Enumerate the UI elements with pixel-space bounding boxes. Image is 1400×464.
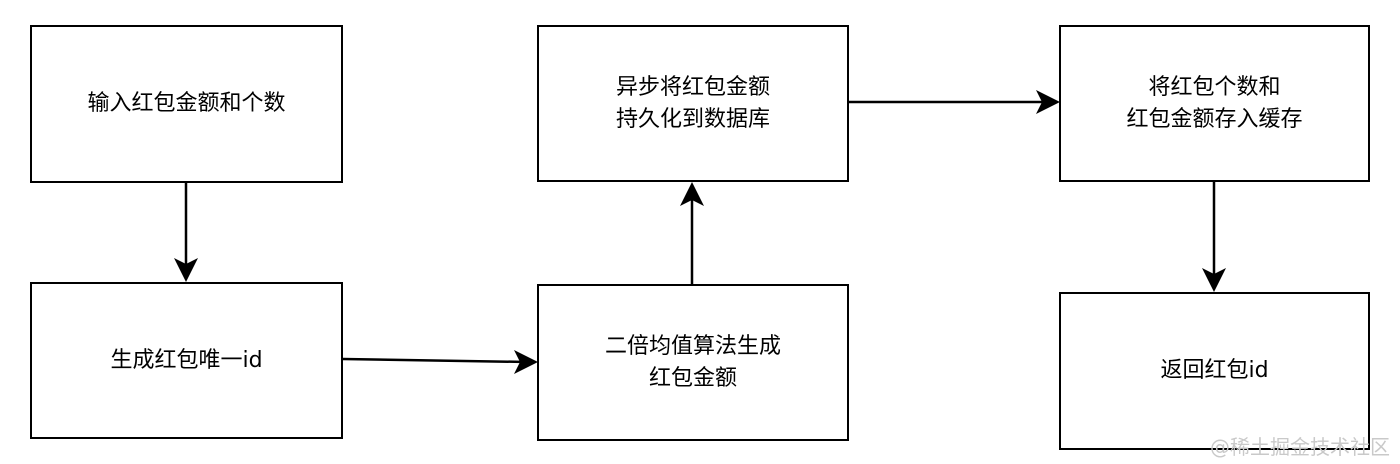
node-persist-db-line-1: 异步将红包金额	[615, 74, 770, 100]
node-return-id-line-1: 返回红包id	[1160, 358, 1269, 383]
node-return-id: 返回红包id	[1059, 292, 1370, 450]
watermark: @稀土掘金技术社区	[1210, 435, 1390, 459]
arrow-genid-to-calc	[342, 357, 529, 364]
node-store-cache-line-1: 将红包个数和	[1148, 74, 1281, 100]
node-input-line-1: 输入红包金额和个数	[87, 91, 286, 116]
node-persist-db-line-2: 持久化到数据库	[615, 106, 770, 132]
arrowhead-cache-to-ret	[1202, 268, 1226, 292]
arrowhead-input-to-genid	[174, 258, 198, 282]
node-store-cache-line-2: 红包金额存入缓存	[1126, 106, 1303, 132]
node-generate-id: 生成红包唯一id	[30, 282, 343, 439]
node-calc-amount: 二倍均值算法生成 红包金额	[537, 284, 849, 441]
arrowhead-persist-to-cache	[1036, 90, 1060, 114]
arrowhead-calc-to-persist	[680, 182, 704, 206]
node-store-cache: 将红包个数和 红包金额存入缓存	[1059, 25, 1370, 182]
node-calc-amount-line-1: 二倍均值算法生成	[604, 333, 781, 359]
node-input: 输入红包金额和个数	[30, 25, 343, 183]
node-calc-amount-line-2: 红包金额	[648, 365, 737, 391]
arrowhead-genid-to-calc	[514, 350, 538, 374]
node-persist-db: 异步将红包金额 持久化到数据库	[537, 25, 849, 182]
node-generate-id-line-1: 生成红包唯一id	[110, 347, 263, 373]
